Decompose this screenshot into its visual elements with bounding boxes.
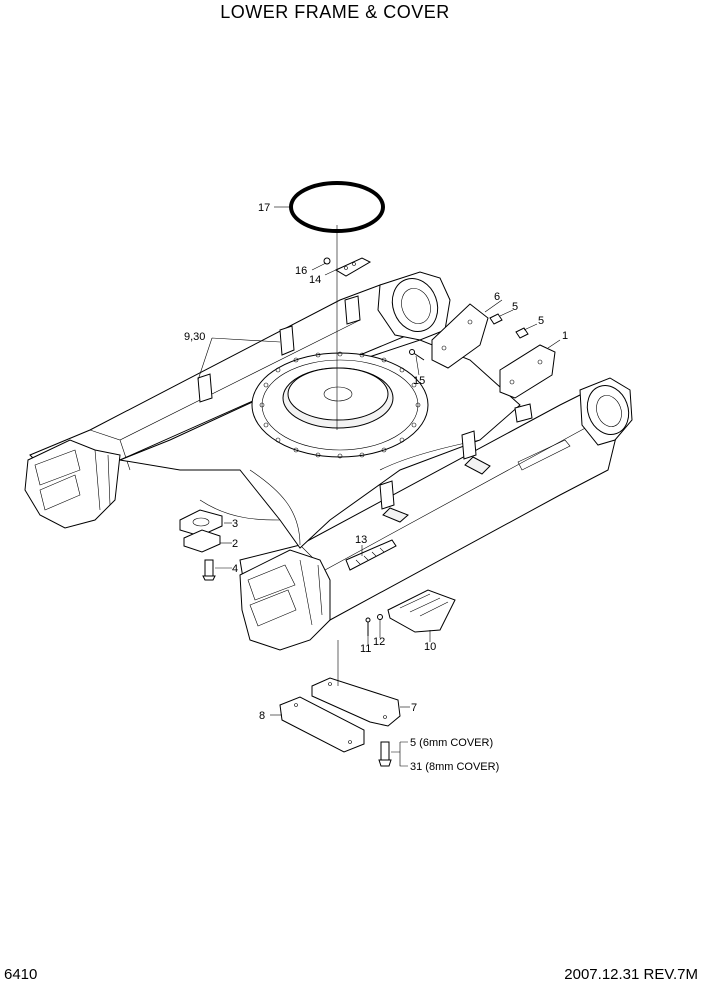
callout-4: 4 (232, 563, 238, 575)
callout-1: 1 (562, 330, 568, 342)
under-cover-part-8 (279, 696, 365, 753)
cover-plate-part-1 (499, 344, 556, 399)
callout-3: 3 (232, 518, 238, 530)
step-part-10 (387, 589, 456, 633)
page-title: LOWER FRAME & COVER (220, 2, 450, 22)
callout-13: 13 (355, 534, 367, 546)
bolt-part-4 (202, 559, 216, 581)
callout-14: 14 (309, 274, 321, 286)
callout-9-30: 9,30 (184, 331, 205, 343)
o-ring-part-17 (289, 181, 385, 233)
bolt-part-15 (409, 349, 425, 361)
leader-lines (197, 206, 561, 767)
nut-part-16 (323, 257, 331, 265)
bolt-part-5-upper (489, 313, 503, 325)
flange-part-3 (179, 509, 223, 537)
step-part-13 (345, 539, 397, 571)
callout-11: 11 (360, 643, 371, 655)
callout-8: 8 (259, 710, 265, 722)
gasket-part-2 (183, 529, 221, 553)
callout-15: 15 (413, 375, 425, 387)
callout-31-8mm-cover: 31 (8mm COVER) (410, 761, 499, 773)
callout-17: 17 (258, 202, 270, 214)
callout-7: 7 (411, 702, 417, 714)
bolt-part-5-right (515, 327, 529, 339)
under-cover-part-7 (311, 677, 401, 727)
callout-6: 6 (494, 291, 500, 303)
callout-5-upper: 5 (512, 301, 518, 313)
nut-part-12 (377, 614, 383, 620)
bolt-part-11 (365, 617, 371, 636)
page-number: 6410 (4, 966, 38, 983)
lower-frame-body (24, 271, 633, 651)
cover-plate-part-6 (431, 303, 489, 369)
callout-2: 2 (232, 538, 238, 550)
bolt-part-5-31 (378, 741, 392, 767)
callout-12: 12 (373, 636, 385, 648)
callout-10: 10 (424, 641, 436, 653)
callout-5-right: 5 (538, 315, 544, 327)
revision-date: 2007.12.31 REV.7M (564, 966, 698, 983)
callout-5-6mm-cover: 5 (6mm COVER) (410, 737, 493, 749)
plate-part-14 (334, 257, 372, 277)
callout-16: 16 (295, 265, 307, 277)
